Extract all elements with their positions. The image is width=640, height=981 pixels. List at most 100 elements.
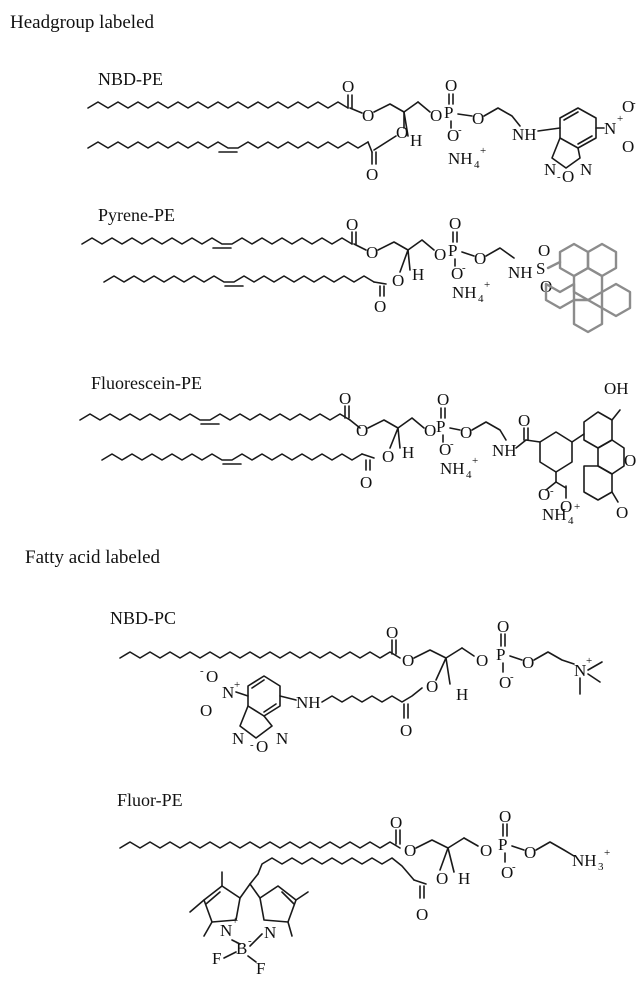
choline-linker <box>533 651 575 665</box>
atom-p: P <box>444 103 453 122</box>
ring-double-bond <box>577 135 593 145</box>
atom-o-ester: O <box>356 421 368 440</box>
bodipy-pyrrole-left <box>203 885 241 923</box>
atom-o-ethanolamine: O <box>472 109 484 128</box>
ring-bond-mark: - <box>557 171 561 183</box>
atom-o-ester: O <box>404 841 416 860</box>
bodipy-plus: + <box>232 915 238 927</box>
glycerol-backbone <box>399 249 409 273</box>
ethanolamine-linker <box>483 107 521 127</box>
ammonium-counterion: NH <box>448 149 473 168</box>
atom-o-phosphoryl: O <box>449 214 461 233</box>
atom-o-xanthene: O <box>624 451 636 470</box>
ring-double-bond <box>205 891 221 905</box>
p-o-bond <box>461 251 475 257</box>
atom-o-nitro: O <box>200 701 212 720</box>
b-n-bond <box>249 933 263 947</box>
atom-o-oxadiazole: O <box>256 737 268 756</box>
meso-bond <box>239 883 251 899</box>
p-o-bond <box>457 113 473 117</box>
ammonium-subscript: 4 <box>478 293 484 305</box>
atom-f: F <box>256 959 265 978</box>
ammonium-charge: + <box>480 145 486 157</box>
atom-o-carbonyl: O <box>390 813 402 832</box>
acyl-chain-saturated <box>119 841 401 849</box>
ester-bond <box>361 453 375 459</box>
nitro-plus: + <box>234 679 240 691</box>
p-o-bond <box>509 655 523 661</box>
minus-charge: - <box>510 671 514 683</box>
atom-o-carboxylate: O <box>560 497 572 516</box>
atom-o-carbonyl: O <box>342 77 354 96</box>
stereo-bond <box>445 657 451 685</box>
title-fluor-pe: Fluor-PE <box>117 790 183 810</box>
atom-o-carbonyl: O <box>416 905 428 924</box>
choline-charge: + <box>586 655 592 667</box>
atom-o-sn2: O <box>436 869 448 888</box>
atom-o-sn2: O <box>396 123 408 142</box>
xanthene-ring-bottom <box>583 465 613 501</box>
atom-o-carbonyl: O <box>400 721 412 740</box>
stereo-bond <box>407 249 411 271</box>
acyl-chain-unsaturated <box>101 453 363 461</box>
atom-n-oxadiazole: N <box>232 729 244 748</box>
glycerol-backbone <box>439 847 449 871</box>
ring-bond <box>571 433 585 443</box>
acyl-chain-unsaturated <box>79 413 351 421</box>
section-headgroup-labeled: Headgroup labeled <box>10 12 155 33</box>
b-f-bond <box>247 955 257 963</box>
p-o-bond <box>449 427 461 431</box>
atom-n-nitro: N <box>222 683 234 702</box>
atom-n-nitro: N <box>604 119 616 138</box>
atom-o-carbonyl: O <box>386 623 398 642</box>
ammonium-charge: + <box>604 847 610 859</box>
ammonium-subscript: 3 <box>598 861 604 873</box>
atom-o-sn2: O <box>382 447 394 466</box>
section-fatty-acid-labeled: Fatty acid labeled <box>25 547 161 568</box>
ammonium-charge: + <box>574 501 580 513</box>
atom-f: F <box>212 949 221 968</box>
hydroxyl-bond <box>611 409 621 421</box>
glycerol-backbone <box>403 101 419 113</box>
b-f-bond <box>223 951 237 959</box>
glycerol-backbone <box>367 417 425 429</box>
structure-fluorescein-pe: O O H O O P O O - O NH 4 + NH O O - O <box>79 379 636 527</box>
atom-o-phosphoryl: O <box>497 617 509 636</box>
title-fluorescein-pe: Fluorescein-PE <box>91 373 202 393</box>
atom-nh: NH <box>296 693 321 712</box>
atom-o-sulfonyl: O <box>538 241 550 260</box>
atom-n-choline: N <box>574 661 586 680</box>
amine-ring-bond <box>537 127 561 132</box>
glycerol-backbone <box>415 837 465 849</box>
atom-o-phosphate: O <box>434 245 446 264</box>
minus-charge: - <box>458 124 462 136</box>
structure-nbd-pc: O O H O O P O O - O N + NH O N + O <box>119 617 603 756</box>
atom-o-carboxylate: O <box>538 485 550 504</box>
methyl-bond <box>295 891 309 901</box>
structure-nbd-pe: O O H O O P O O - O NH 4 + NH N O - N N <box>87 76 636 186</box>
atom-h: H <box>458 869 470 888</box>
atom-o-carbonyl: O <box>360 473 372 492</box>
quinone-carbonyl <box>611 491 619 503</box>
minus-charge: - <box>512 861 516 873</box>
ammonium-counterion: NH <box>440 459 465 478</box>
ammonium-subscript: 4 <box>474 159 480 171</box>
title-nbd-pc: NBD-PC <box>110 608 176 628</box>
p-o-bond <box>511 845 525 851</box>
glycerol-backbone <box>413 647 463 659</box>
glycerol-backbone <box>435 657 447 681</box>
stereo-bond <box>403 111 409 137</box>
atom-o-anion: O <box>439 440 451 459</box>
atom-oh: OH <box>604 379 629 398</box>
ethanolamine-linker <box>471 421 507 441</box>
atom-n-oxadiazole: N <box>276 729 288 748</box>
acyl-chain-saturated <box>87 101 349 109</box>
meso-bond <box>249 873 259 885</box>
stereo-bond <box>397 427 401 449</box>
atom-n-oxadiazole: N <box>580 160 592 179</box>
b-n-bond <box>231 939 241 945</box>
meso-bond <box>249 883 261 899</box>
atom-o-phosphate: O <box>424 421 436 440</box>
bodipy-pyrrole-right <box>259 885 297 923</box>
